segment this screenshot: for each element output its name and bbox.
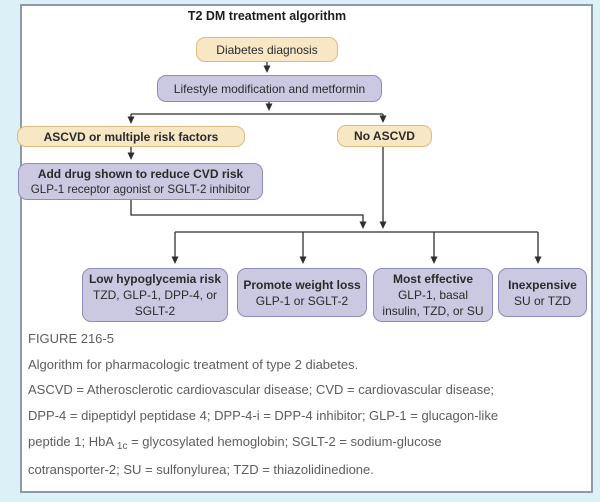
node-title: Promote weight loss <box>243 277 361 292</box>
node-line: SU or TZD <box>513 293 572 308</box>
node-ascvd-risk-factors: ASCVD or multiple risk factors <box>17 126 245 147</box>
figure-label: FIGURE 216-5 <box>28 331 114 346</box>
node-promote-weight-loss: Promote weight loss GLP-1 or SGLT-2 <box>237 268 367 317</box>
node-label: ASCVD or multiple risk factors <box>43 129 219 144</box>
flowchart-title: T2 DM treatment algorithm <box>187 9 347 23</box>
node-line: insulin, TZD, or SU <box>382 304 484 318</box>
node-title: Add drug shown to reduce CVD risk <box>37 166 244 181</box>
caption-line: ASCVD = Atherosclerotic cardiovascular d… <box>28 382 495 398</box>
hba1c-subscript: 1c <box>116 440 128 452</box>
node-inexpensive: Inexpensive SU or TZD <box>498 268 587 317</box>
node-title: Most effective <box>392 272 474 286</box>
node-add-cvd-drug: Add drug shown to reduce CVD risk GLP-1 … <box>18 163 263 200</box>
node-line: GLP-1 or SGLT-2 <box>255 293 349 308</box>
node-label: Lifestyle modification and metformin <box>173 81 366 96</box>
caption-line: peptide 1; HbA 1c = glycosylated hemoglo… <box>28 433 442 452</box>
node-subtitle: GLP-1 receptor agonist or SGLT-2 inhibit… <box>30 182 251 196</box>
node-line: SGLT-2 <box>134 304 176 318</box>
node-no-ascvd: No ASCVD <box>337 125 432 147</box>
node-most-effective: Most effective GLP-1, basal insulin, TZD… <box>373 268 493 322</box>
node-label: Diabetes diagnosis <box>216 42 318 57</box>
node-low-hypoglycemia-risk: Low hypoglycemia risk TZD, GLP-1, DPP-4,… <box>82 268 228 322</box>
node-line: TZD, GLP-1, DPP-4, or <box>92 288 218 302</box>
node-lifestyle-metformin: Lifestyle modification and metformin <box>157 75 382 102</box>
node-label: No ASCVD <box>354 129 415 143</box>
node-line: GLP-1, basal <box>397 288 469 302</box>
caption-line: Algorithm for pharmacologic treatment of… <box>28 356 359 372</box>
caption-line: cotransporter-2; SU = sulfonylurea; TZD … <box>28 461 374 477</box>
caption-line: DPP-4 = dipeptidyl peptidase 4; DPP-4-i … <box>28 408 499 424</box>
node-title: Inexpensive <box>508 277 577 292</box>
node-diabetes-diagnosis: Diabetes diagnosis <box>196 37 338 62</box>
figure-caption: FIGURE 216-5 Algorithm for pharmacologic… <box>28 326 576 482</box>
node-title: Low hypoglycemia risk <box>88 272 222 286</box>
